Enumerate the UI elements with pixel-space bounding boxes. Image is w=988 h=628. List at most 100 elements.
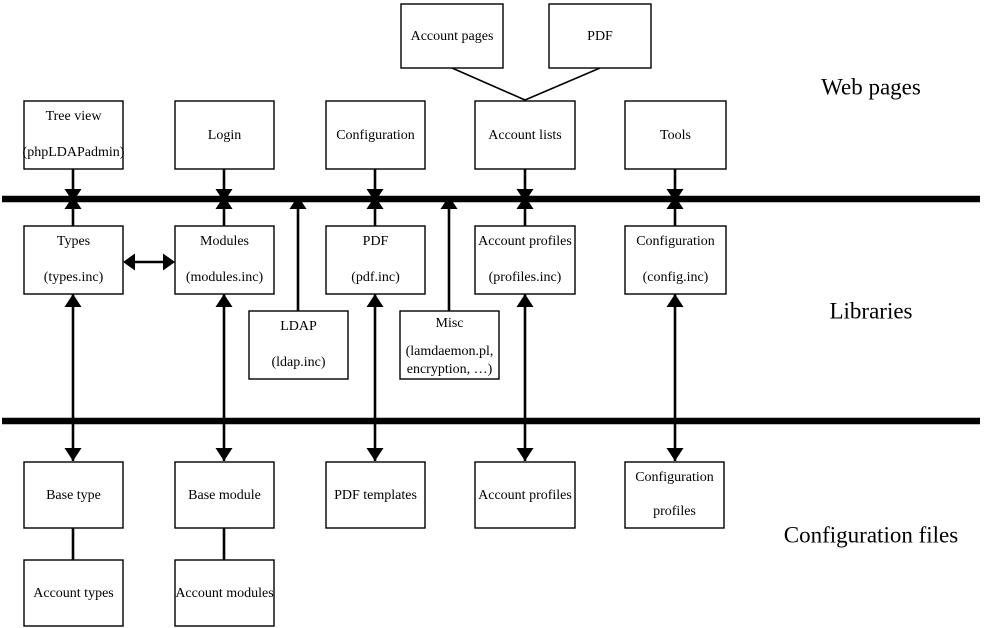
node-label: Login <box>208 128 241 143</box>
node-label: Account pages <box>411 29 494 44</box>
connectors-group <box>64 67 684 560</box>
node-label: Account profiles <box>478 488 572 503</box>
node-box <box>624 461 725 529</box>
node-label: Account modules <box>175 586 273 601</box>
connector <box>516 196 534 226</box>
node-login: Login <box>174 100 275 170</box>
layer-bars-group <box>2 195 980 425</box>
node-label: Base module <box>188 488 261 503</box>
node-sublabel: (config.inc) <box>643 270 709 285</box>
node-sublabel: (pdf.inc) <box>351 270 400 285</box>
node-sublabel: (types.inc) <box>44 270 104 285</box>
node-box <box>474 100 576 170</box>
connector <box>289 196 307 311</box>
node-box <box>548 3 652 69</box>
node-account-profiles-lib: Account profiles (profiles.inc) <box>474 225 576 295</box>
node-label: Account lists <box>488 128 562 143</box>
node-base-type: Base type <box>23 461 124 529</box>
node-configuration-lib: Configuration (config.inc) <box>624 225 727 295</box>
node-box <box>23 100 124 170</box>
node-box <box>174 559 275 627</box>
node-sublabel: profiles <box>653 504 696 519</box>
node-label: Misc <box>436 316 464 331</box>
node-ldap-lib: LDAP (ldap.inc) <box>248 310 349 380</box>
node-box <box>624 100 727 170</box>
node-modules: Modules (modules.inc) <box>174 225 275 295</box>
node-label: Modules <box>200 234 249 249</box>
connector <box>516 294 534 418</box>
node-pdf-top: PDF <box>548 3 652 69</box>
node-configuration-web: Configuration <box>325 100 426 170</box>
section-label-web-pages: Web pages <box>821 74 921 99</box>
node-sublabel: encryption, …) <box>407 362 493 377</box>
node-tree-view: Tree view (phpLDAPadmin) <box>23 100 125 170</box>
node-pdf-lib: PDF (pdf.inc) <box>325 225 426 295</box>
connector <box>666 196 684 226</box>
node-types: Types (types.inc) <box>23 225 124 295</box>
node-label: PDF templates <box>334 488 417 503</box>
node-box <box>400 3 504 69</box>
node-label: LDAP <box>280 319 317 334</box>
connector <box>215 421 233 461</box>
node-account-pages: Account pages <box>400 3 504 69</box>
node-account-types: Account types <box>23 559 124 627</box>
connector <box>64 421 82 461</box>
connector <box>366 196 384 226</box>
node-box <box>174 100 275 170</box>
node-box <box>474 225 576 295</box>
node-sublabel: (lamdaemon.pl, <box>406 344 494 359</box>
connector <box>215 294 233 418</box>
connector <box>451 67 526 101</box>
connector <box>516 421 534 461</box>
node-tools: Tools <box>624 100 727 170</box>
node-box <box>248 310 349 380</box>
node-label: Tree view <box>46 109 103 124</box>
node-box <box>23 461 124 529</box>
node-box <box>23 225 124 295</box>
section-label-configuration-files: Configuration files <box>784 522 958 547</box>
node-label: PDF <box>587 29 613 44</box>
node-base-module: Base module <box>174 461 275 529</box>
node-label: Account types <box>33 586 113 601</box>
node-label: Base type <box>46 488 101 503</box>
node-sublabel: (modules.inc) <box>186 270 264 285</box>
node-label: Types <box>57 234 90 249</box>
node-label: Configuration <box>636 234 715 249</box>
connector <box>666 294 684 418</box>
connector <box>524 67 601 101</box>
node-sublabel: (ldap.inc) <box>271 355 325 370</box>
node-box <box>174 225 275 295</box>
connector <box>366 294 384 418</box>
node-pdf-templates: PDF templates <box>325 461 426 529</box>
connector <box>440 196 458 311</box>
node-box <box>325 461 426 529</box>
connector <box>215 196 233 226</box>
node-configuration-profiles: Configuration profiles <box>624 461 725 529</box>
node-label: Configuration <box>635 470 714 485</box>
node-sublabel: (phpLDAPadmin) <box>23 145 125 160</box>
node-label: Configuration <box>336 128 415 143</box>
node-label: Account profiles <box>478 234 572 249</box>
node-box <box>624 225 727 295</box>
node-label: Tools <box>660 128 691 143</box>
connector <box>666 421 684 461</box>
node-box <box>174 461 275 529</box>
node-misc-lib: Misc (lamdaemon.pl, encryption, …) <box>399 310 500 380</box>
connector <box>64 196 82 226</box>
connector <box>64 294 82 418</box>
connector <box>366 421 384 461</box>
node-box <box>23 559 124 627</box>
node-label: PDF <box>363 234 389 249</box>
node-box <box>399 310 500 380</box>
section-label-libraries: Libraries <box>829 298 912 323</box>
node-account-profiles-files: Account profiles <box>474 461 576 529</box>
node-box <box>474 461 576 529</box>
node-sublabel: (profiles.inc) <box>489 270 562 285</box>
node-box <box>325 100 426 170</box>
node-account-lists: Account lists <box>474 100 576 170</box>
node-box <box>325 225 426 295</box>
